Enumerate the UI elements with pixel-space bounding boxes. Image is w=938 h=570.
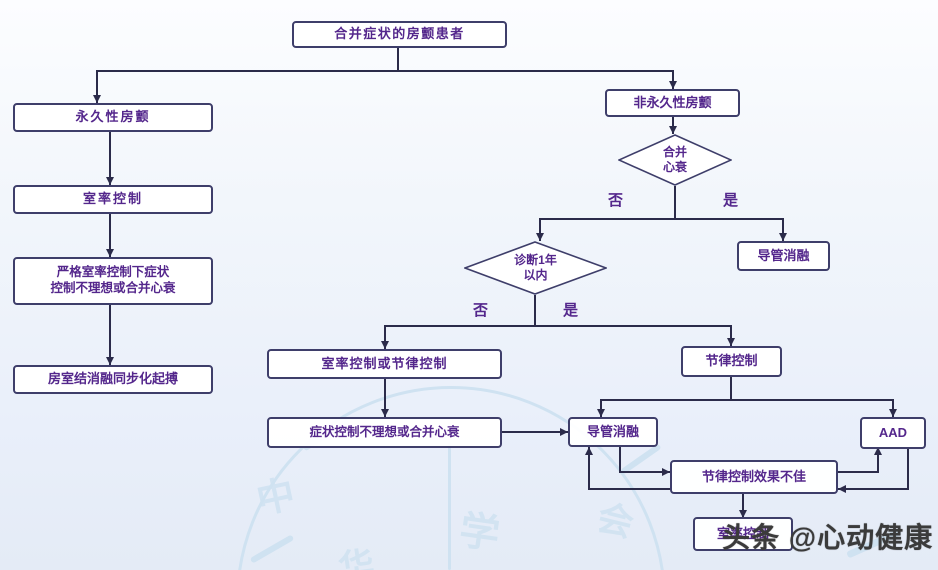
connector xyxy=(96,70,98,103)
node-catheter-ablation: 导管消融 xyxy=(568,417,658,447)
connector xyxy=(384,325,732,327)
connector xyxy=(907,449,909,490)
arrowhead xyxy=(536,233,544,241)
branch-label-hf-yes: 是 xyxy=(723,192,739,209)
decision-duration-one-year: 诊断1年 以内 xyxy=(464,241,607,295)
arrowhead xyxy=(669,126,677,134)
arrowhead xyxy=(779,233,787,241)
background-stroke xyxy=(620,443,662,475)
node-af-patients: 合并症状的房颤患者 xyxy=(292,21,507,48)
arrowhead xyxy=(106,177,114,185)
connector xyxy=(619,447,621,473)
node-permanent-af-label: 永久性房颤 xyxy=(75,109,151,125)
node-rate-control-left: 室率控制 xyxy=(13,185,213,214)
node-rate-control-bottom: 室率控制 xyxy=(693,517,793,551)
node-rate-control-left-label: 室率控制 xyxy=(82,191,143,207)
node-rhythm-ineffective-label: 节律控制效果不佳 xyxy=(701,468,806,484)
arrowhead xyxy=(106,249,114,257)
node-permanent-af: 永久性房颤 xyxy=(13,103,213,132)
connector xyxy=(384,379,386,417)
branch-label-duration-no: 否 xyxy=(473,302,489,319)
arrowhead xyxy=(874,447,882,455)
node-strict-rate-line1: 严格室率控制下症状 xyxy=(56,265,170,280)
diamond-shape xyxy=(464,241,607,295)
connector xyxy=(730,377,732,401)
arrowhead xyxy=(106,357,114,365)
connector xyxy=(674,186,676,218)
connector xyxy=(109,132,111,185)
node-symptom-uncontrolled-label: 症状控制不理想或合并心衰 xyxy=(309,424,460,439)
connector xyxy=(397,48,399,71)
arrowhead xyxy=(662,468,670,476)
node-rate-or-rhythm-control: 室率控制或节律控制 xyxy=(267,349,502,379)
branch-label-hf-no: 否 xyxy=(608,192,624,209)
connector xyxy=(534,295,536,325)
arrowhead xyxy=(381,341,389,349)
arrowhead xyxy=(381,409,389,417)
node-catheter-ablation-label: 导管消融 xyxy=(586,423,639,439)
arrowhead xyxy=(889,409,897,417)
node-strict-rate-control: 严格室率控制下症状 控制不理想或合并心衰 xyxy=(13,257,213,305)
decision-duration-line2: 以内 xyxy=(523,268,548,282)
connector xyxy=(384,325,386,349)
node-symptom-uncontrolled: 症状控制不理想或合并心衰 xyxy=(267,417,502,448)
node-rhythm-control-ineffective: 节律控制效果不佳 xyxy=(670,460,838,494)
node-rhythm-control-label: 节律控制 xyxy=(705,353,758,369)
arrowhead xyxy=(727,338,735,346)
connector xyxy=(502,431,568,433)
node-af-patients-label: 合并症状的房颤患者 xyxy=(334,26,465,42)
node-catheter-ablation-top-label: 导管消融 xyxy=(757,247,810,263)
decision-hf-line1: 合并 xyxy=(662,145,687,159)
arrowhead xyxy=(560,428,568,436)
arrowhead xyxy=(93,95,101,103)
connector xyxy=(672,117,674,134)
connector xyxy=(539,218,541,241)
connector xyxy=(892,399,894,417)
connector xyxy=(600,399,894,401)
decision-duration-line1: 诊断1年 xyxy=(514,253,557,267)
connector xyxy=(588,447,590,490)
node-avn-ablation-pacing: 房室结消融同步化起搏 xyxy=(13,365,213,394)
connector xyxy=(742,494,744,518)
connector xyxy=(672,70,674,89)
connector xyxy=(838,488,909,490)
connector xyxy=(877,447,879,473)
decision-hf-line2: 心衰 xyxy=(662,160,687,174)
arrowhead xyxy=(597,409,605,417)
background-stroke xyxy=(448,442,451,570)
arrowhead xyxy=(585,447,593,455)
node-avn-ablation-label: 房室结消融同步化起搏 xyxy=(47,371,178,387)
node-rhythm-control: 节律控制 xyxy=(681,346,782,377)
connector xyxy=(539,218,784,220)
branch-label-duration-yes: 是 xyxy=(563,302,579,319)
connector xyxy=(782,218,784,241)
connector xyxy=(600,399,602,417)
node-non-permanent-af: 非永久性房颤 xyxy=(605,89,740,117)
diamond-shape xyxy=(618,134,732,186)
arrowhead xyxy=(838,485,846,493)
connector xyxy=(109,305,111,365)
node-rate-or-rhythm-label: 室率控制或节律控制 xyxy=(321,355,448,371)
node-catheter-ablation-top: 导管消融 xyxy=(737,241,830,271)
node-non-permanent-af-label: 非永久性房颤 xyxy=(633,94,712,110)
background-glyph: 学 xyxy=(456,508,503,558)
node-rate-control-bottom-label: 室率控制 xyxy=(716,525,769,541)
connector xyxy=(588,488,670,490)
connector xyxy=(109,214,111,257)
toutiao-watermark: 头条 @心动健康 xyxy=(722,522,934,553)
connector xyxy=(96,70,674,72)
connector xyxy=(619,471,670,473)
background-glyph: 华 xyxy=(335,543,378,570)
connector xyxy=(838,471,879,473)
node-aad: AAD xyxy=(860,417,926,449)
node-strict-rate-line2: 控制不理想或合并心衰 xyxy=(50,281,176,295)
connector xyxy=(730,325,732,346)
decision-heart-failure: 合并 心衰 xyxy=(618,134,732,186)
arrowhead xyxy=(739,510,747,518)
node-aad-label: AAD xyxy=(878,424,908,440)
arrowhead xyxy=(669,81,677,89)
